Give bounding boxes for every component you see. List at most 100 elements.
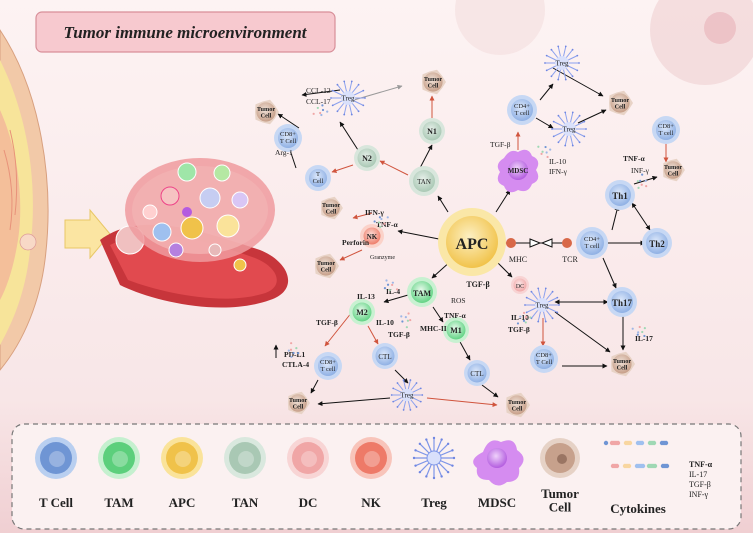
dc-cell-icon <box>292 442 324 474</box>
legend-item-dc: DC <box>287 437 329 510</box>
cytokine-name: IL-17 <box>689 470 707 479</box>
svg-text:Th2: Th2 <box>649 239 665 249</box>
svg-text:MHC-II: MHC-II <box>420 324 447 333</box>
cd8-t-cell-lower-left: CD8+T cell <box>314 352 342 380</box>
svg-text:M2: M2 <box>356 308 368 317</box>
cytokine-dot <box>383 222 386 225</box>
svg-text:PD-L1: PD-L1 <box>284 350 305 359</box>
svg-text:TGF-β: TGF-β <box>316 318 338 327</box>
cytokine-dot <box>603 440 609 446</box>
svg-text:CD8+T Cell: CD8+T Cell <box>536 352 553 366</box>
cytokine-dot <box>290 342 293 345</box>
cytokine-dot <box>289 348 293 351</box>
legend-item-treg: Treg <box>412 436 456 510</box>
svg-text:TAM: TAM <box>413 289 432 298</box>
svg-text:CD4+T cell: CD4+T cell <box>584 236 600 250</box>
legend-item-tam: TAM <box>98 437 140 510</box>
legend-label: APC <box>169 495 196 510</box>
cytokine-dot <box>646 463 652 469</box>
svg-text:CTL: CTL <box>378 353 391 361</box>
page-title: Tumor immune microenvironment <box>63 23 307 42</box>
legend-label: TAM <box>104 495 133 510</box>
svg-text:N1: N1 <box>427 127 437 136</box>
svg-text:IL-13: IL-13 <box>357 292 375 301</box>
svg-text:M1: M1 <box>450 326 462 335</box>
cytokine-dot <box>519 315 522 318</box>
ctl-cell-right: CTL <box>464 360 490 386</box>
cytokine-dot <box>643 334 646 338</box>
treg-icon <box>426 450 442 466</box>
th2-cell: Th2 <box>642 228 672 258</box>
cytokine-dot <box>640 183 643 186</box>
cytokine-name: TGF-β <box>689 480 711 489</box>
svg-text:Arg-1: Arg-1 <box>275 148 293 157</box>
svg-text:TGF-β: TGF-β <box>466 280 489 289</box>
tan-cell-icon <box>229 442 261 474</box>
cytokine-dot <box>405 326 408 329</box>
cytokine-name: INF-γ <box>689 490 709 499</box>
svg-text:IL-10: IL-10 <box>549 157 566 166</box>
cytokine-dot <box>647 440 653 446</box>
cytokine-dot <box>287 349 290 352</box>
svg-text:CTL: CTL <box>470 370 483 378</box>
legend-label: MDSC <box>478 495 516 510</box>
svg-text:MHC: MHC <box>509 255 527 264</box>
legend-item-nk: NK <box>350 437 392 510</box>
nk-cell: NK <box>360 224 384 248</box>
cytokine-dot <box>644 179 647 182</box>
legend-item-tan: TAN <box>224 437 266 510</box>
cytokine-dot <box>524 321 527 324</box>
cytokine-dot <box>319 111 322 115</box>
cytokine-dot <box>316 106 319 110</box>
treg-label: Treg <box>556 60 569 68</box>
mhc-receptor <box>506 238 516 248</box>
cytokine-dot <box>406 319 410 322</box>
svg-text:IL-10: IL-10 <box>376 318 394 327</box>
cd8-t-cell-left: CD8+T Cell <box>274 124 302 152</box>
cytokine-dot <box>321 104 324 107</box>
cytokine-dot <box>326 110 329 113</box>
svg-text:Perforin: Perforin <box>342 238 370 247</box>
svg-text:DC: DC <box>516 284 524 290</box>
cytokine-dot <box>637 331 640 334</box>
apc-cell-icon <box>166 442 198 474</box>
svg-text:TNF-α: TNF-α <box>444 311 466 320</box>
svg-text:APC: APC <box>456 236 489 253</box>
svg-text:IFN-γ: IFN-γ <box>549 167 568 176</box>
cd4-t-cell-top: CD4+T cell <box>507 95 537 125</box>
svg-text:CD8+T Cell: CD8+T Cell <box>280 131 297 145</box>
cytokine-dot <box>409 318 412 322</box>
cytokine-dot <box>297 351 300 355</box>
ctl-cell-left: CTL <box>372 343 398 369</box>
cytokine-dot <box>385 279 388 282</box>
cytokine-dot <box>529 316 532 319</box>
cytokine-dot <box>635 440 641 446</box>
cytokine-dot <box>622 463 628 469</box>
cytokine-dot <box>386 283 390 286</box>
cytokine-dot <box>380 217 383 221</box>
m2-cell: M2 <box>349 299 375 325</box>
svg-text:INF-γ: INF-γ <box>631 166 650 175</box>
connectors <box>273 67 669 408</box>
treg-label: Treg <box>342 95 355 103</box>
cytokine-dot <box>639 179 642 183</box>
cytokine-dot <box>638 325 641 329</box>
cytokine-dot <box>383 287 387 290</box>
cells: APC MHC TCR TGF-β CD4+T cell Th1 Th2 Th1… <box>255 45 685 418</box>
legend-item-tcell: T Cell <box>35 437 77 510</box>
